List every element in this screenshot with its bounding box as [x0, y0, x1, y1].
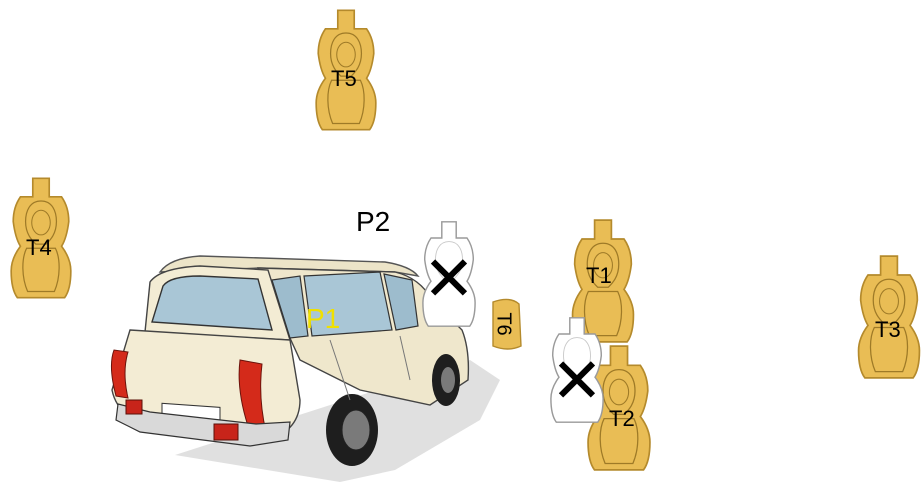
no-shoot-target-1: ✕ [422, 221, 476, 328]
no-shoot-mark-1: ✕ [423, 242, 475, 315]
station-wagon [110, 255, 470, 466]
target-label-t5: T5 [331, 66, 357, 91]
target-label-t6: T6 [492, 312, 515, 336]
position-label-p1: P1 [306, 303, 341, 334]
target-label-t3: T3 [875, 317, 901, 342]
no-shoot-mark-2: ✕ [551, 344, 603, 417]
target-label-t2: T2 [609, 406, 635, 431]
target-label-t1: T1 [586, 263, 612, 288]
target-label-t4: T4 [26, 235, 52, 260]
no-shoot-target-2: ✕ [550, 316, 604, 424]
target-t6 [492, 298, 522, 350]
position-label-p2: P2 [356, 206, 391, 237]
